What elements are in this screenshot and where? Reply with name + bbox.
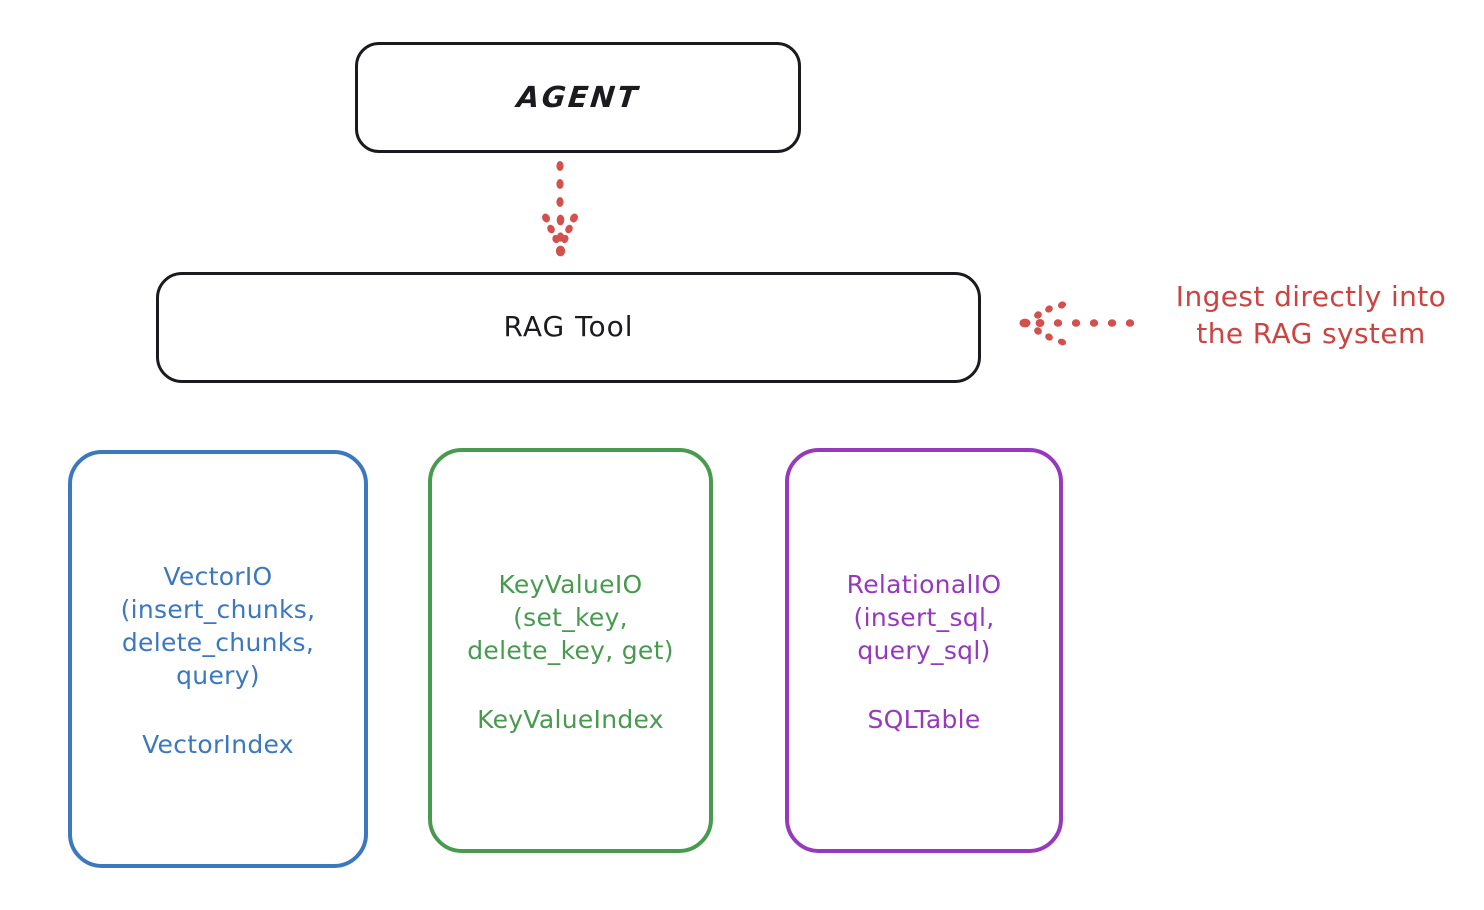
node-agent-label: AGENT [514,80,642,115]
node-key-value-io-sublabel: KeyValueIndex [477,704,664,734]
connector-ingest-pointer [1019,301,1135,346]
node-key-value-io[interactable]: KeyValueIO (set_key, delete_key, get) Ke… [428,448,713,853]
node-vector-io-label: VectorIO (insert_chunks, delete_chunks, … [120,561,316,690]
node-relational-io-label: RelationalIO (insert_sql, query_sql) [846,569,1002,665]
node-relational-io[interactable]: RelationalIO (insert_sql, query_sql) SQL… [785,448,1063,853]
node-rag-tool-label: RAG Tool [503,310,634,344]
node-key-value-io-label: KeyValueIO (set_key, delete_key, get) [467,569,674,665]
node-rag-tool[interactable]: RAG Tool [156,272,981,383]
connector-agent-to-rag-tool [542,161,578,257]
node-vector-io-sublabel: VectorIndex [142,729,294,759]
annotation-ingest: Ingest directly into the RAG system [1175,280,1447,350]
node-relational-io-sublabel: SQLTable [867,704,981,734]
node-agent[interactable]: AGENT [355,42,801,153]
node-vector-io[interactable]: VectorIO (insert_chunks, delete_chunks, … [68,450,368,868]
